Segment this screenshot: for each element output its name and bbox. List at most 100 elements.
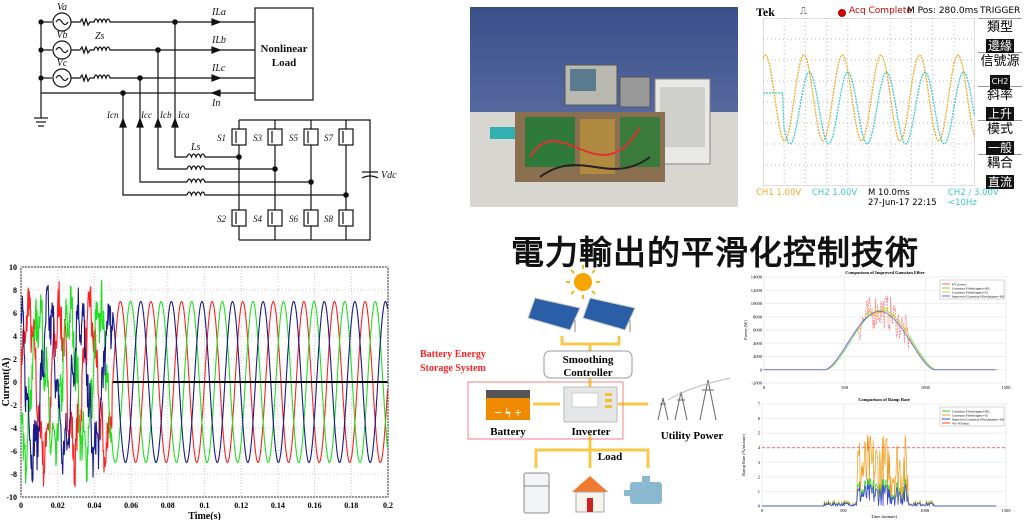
legend-entry: Improved Gaussian Filter(sigma=30) [952,417,1005,421]
y-tick-label: 8000 [753,314,763,319]
compensation-current-label: Icb [159,110,172,120]
x-tick-label: 0 [763,385,766,390]
legend-entry: PV power [952,282,967,286]
trigger-menu-item[interactable]: 斜率上升 [978,86,1022,121]
chart-title: Comparison of Improved Gaussian Filter [845,270,924,275]
y-tick-label: 5 [758,431,761,436]
load-current-label: ILb [211,35,226,46]
legend-entry: Gaussian Filter(sigma=30) [952,409,990,413]
impedance-icon [71,45,255,55]
power-pylon-icon [657,377,731,421]
impedance-icon [71,17,255,27]
impedance-label: Zs [95,31,105,42]
menu-item-label: 類型 [986,20,1013,35]
timebase: M 10.0ms [868,188,910,198]
source-label: Vc [57,58,68,69]
ch2-scale: CH2 1.00V [812,188,858,198]
x-tick-label: 1500 [1002,508,1012,513]
y-tick-label: 6 [758,416,761,421]
utility-label: Utility Power [661,430,724,442]
inductor-icon [186,153,239,159]
switch-label: S6 [289,214,299,224]
smoothing-controller-box [543,350,633,379]
y-tick-label: -6 [10,447,17,456]
switch-label: S3 [253,133,263,143]
y-tick-label: 0 [758,504,761,509]
y-tick-label: 1 [758,489,760,494]
datetime: 27-Jun-17 22:15 [868,198,937,208]
switch-label: S7 [324,133,334,143]
x-tick-label: 0.08 [161,501,175,510]
y-tick-label: 0 [760,367,763,372]
oscilloscope-screenshot: Tek ⎍ Acq Complete M Pos: 280.0ms TRIGGE… [752,2,1024,208]
switch-label: S2 [217,214,227,224]
y-tick-label: 4000 [753,341,763,346]
y-tick-label: 12000 [751,288,763,293]
legend-entry: Gaussian Filter(sigma=5) [952,290,989,294]
x-axis-label: Time(s) [188,511,221,520]
legend-entry: 4%-4%/min [952,421,969,425]
impedance-icon [71,73,255,83]
x-tick-label: 500 [841,385,849,390]
y-axis-label: Power (W) [743,320,748,340]
y-tick-label: 2000 [753,354,763,359]
load-label: Load [598,451,622,463]
battery-icon: − ϟ + [486,390,530,420]
legend [939,406,1005,427]
scope-brand: Tek [756,5,775,19]
y-tick-label: 0 [13,378,17,387]
switch-label: S1 [217,133,226,143]
load-label: Nonlinear [260,43,307,55]
x-tick-label: 0 [19,501,23,510]
inverter-icon [563,386,618,423]
controller-label: Controller [563,367,612,379]
controller-label: Smoothing [563,354,614,366]
y-tick-label: 2 [13,355,17,364]
menu-item-value: 直流 [985,175,1014,189]
load-current-label: In [211,98,220,109]
solar-panel-icon [582,297,636,332]
y-axis-label: Current(A) [1,358,12,407]
bess-box [467,381,624,440]
inductor-label: Ls [190,142,201,153]
y-tick-label: 7 [758,402,761,407]
y-tick-label: -2 [10,401,17,410]
refrigerator-icon [523,472,550,514]
page-title: 電力輸出的平滑化控制技術 [511,233,919,272]
y-tick-label: -2000 [752,381,763,386]
inductor-icon [186,191,346,197]
menu-item-label: 信號源 [980,54,1020,69]
y-tick-label: 10 [9,263,17,272]
menu-item-label: 斜率 [986,88,1013,103]
sun-icon [566,265,600,299]
nonlinear-load-box [254,7,314,101]
energy-system-diagram: Smoothing Controller Battery Energy Stor… [420,265,731,514]
ch1-scale: CH1 1.00V [756,188,802,198]
x-axis-label: Time (minute) [871,514,897,519]
trigger-menu-item[interactable]: 耦合直流 [978,154,1022,189]
series-phase-a [20,281,389,488]
bess-label: Storage System [420,363,486,374]
record-icon [838,9,846,17]
y-tick-label: -4 [10,424,17,433]
x-tick-label: 0.2 [383,501,393,510]
legend-entry: Gaussian Filter(sigma=5) [952,413,989,417]
acq-status: Acq Complete [849,6,912,16]
inductor-icon [186,165,275,171]
menu-item-value: 上升 [985,107,1014,121]
house-icon [572,476,608,513]
series-phase-b [20,279,389,484]
trigger-menu-item[interactable]: 類型邊緣 [978,18,1022,53]
solar-panel-icon [527,297,581,332]
menu-item-value: 一般 [985,141,1014,155]
x-tick-label: 1500 [1002,385,1012,390]
igbt-switch-icon [267,128,283,146]
svg-text:− ϟ +: − ϟ + [494,405,521,420]
menu-item-value: 邊緣 [985,39,1014,53]
trigger-menu-item[interactable]: 模式一般 [978,120,1022,155]
load-current-label: ILa [211,7,226,18]
